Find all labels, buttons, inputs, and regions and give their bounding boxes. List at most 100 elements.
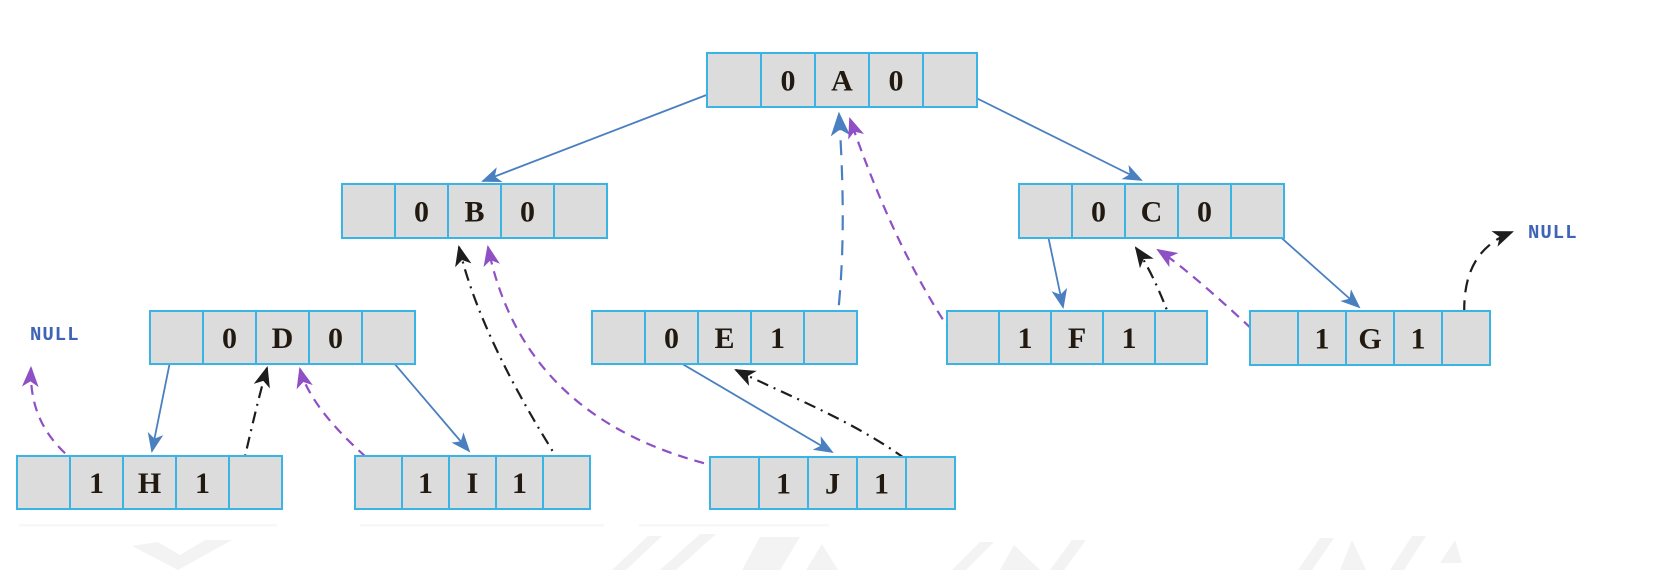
node-D-data-cell-text: D — [272, 322, 294, 355]
node-B-data-cell-text: B — [464, 196, 484, 229]
node-J-rchild-pointer-cell — [905, 456, 956, 510]
node-C-data-cell-text: C — [1141, 196, 1163, 229]
watermark-strip — [19, 524, 277, 527]
node-A: 0 A 0 — [706, 52, 978, 108]
node-I-data-cell-text: I — [467, 467, 479, 500]
watermark-fragment — [742, 537, 800, 570]
node-H-rtag-cell — [175, 455, 230, 510]
node-A-lchild-pointer-cell — [706, 52, 762, 108]
node-B-ltag-cell — [394, 183, 449, 239]
thread-J-left-to-B — [483, 244, 738, 473]
node-F-rtag-cell-text: 1 — [1122, 322, 1137, 355]
node-C: 0 C 0 — [1018, 183, 1285, 239]
node-J-ltag-cell — [758, 456, 809, 510]
node-G-lchild-pointer-cell — [1249, 310, 1299, 366]
watermark-fragment — [1440, 540, 1462, 563]
node-F-data-cell — [1050, 310, 1104, 365]
node-F-ltag-cell-text: 1 — [1018, 322, 1033, 355]
watermark-fragment — [660, 534, 716, 570]
node-I-rtag-cell-text: 1 — [512, 467, 527, 500]
node-E-data-cell-text: E — [714, 322, 734, 355]
node-A-rtag-cell-text: 0 — [889, 65, 904, 98]
node-E-data-cell — [697, 310, 752, 365]
node-B-rtag-cell — [500, 183, 555, 239]
node-A-ltag-cell-text: 0 — [781, 65, 796, 98]
node-C-lchild-pointer-cell — [1018, 183, 1073, 239]
node-F-lchild-pointer-cell — [946, 310, 1000, 365]
thread-G-right-to-NULL — [1463, 230, 1514, 356]
watermark-fragment — [1050, 540, 1086, 570]
node-C-rtag-cell-text: 0 — [1197, 196, 1212, 229]
child-A-left-to-B — [481, 78, 749, 182]
node-G-ltag-cell — [1297, 310, 1347, 366]
node-A-rchild-pointer-cell — [922, 52, 978, 108]
thread-E-right-to-A — [830, 111, 851, 331]
node-I-rtag-cell — [495, 455, 544, 510]
watermark — [19, 524, 1462, 570]
node-E-rtag-cell — [750, 310, 805, 365]
node-I-lchild-pointer-cell — [354, 455, 403, 510]
node-A-data-cell — [814, 52, 870, 108]
watermark-strip — [360, 524, 604, 527]
node-C-data-cell — [1124, 183, 1179, 239]
watermark-fragment — [1390, 536, 1426, 570]
watermark-fragment — [132, 540, 232, 570]
node-H-data-cell — [122, 455, 177, 510]
node-F-rchild-pointer-cell — [1154, 310, 1208, 365]
node-G-ltag-cell-text: 1 — [1315, 323, 1330, 356]
node-G-data-cell — [1345, 310, 1395, 366]
node-H-ltag-cell — [69, 455, 124, 510]
node-D-rchild-pointer-cell — [361, 310, 416, 365]
node-A-ltag-cell — [760, 52, 816, 108]
node-A-rtag-cell — [868, 52, 924, 108]
node-C-rchild-pointer-cell — [1230, 183, 1285, 239]
node-D-data-cell — [255, 310, 310, 365]
node-E-ltag-cell — [644, 310, 699, 365]
node-F-data-cell-text: F — [1068, 322, 1086, 355]
watermark-fragment — [952, 542, 994, 570]
watermark-fragment — [806, 544, 838, 570]
thread-H-right-to-D — [239, 365, 270, 475]
node-J-ltag-cell-text: 1 — [776, 468, 791, 501]
node-C-rtag-cell — [1177, 183, 1232, 239]
node-G-rtag-cell-text: 1 — [1411, 323, 1426, 356]
node-E-rtag-cell-text: 1 — [770, 322, 785, 355]
watermark-fragment — [1298, 538, 1334, 570]
node-C-ltag-cell-text: 0 — [1091, 196, 1106, 229]
node-E-lchild-pointer-cell — [591, 310, 646, 365]
node-I-ltag-cell-text: 1 — [418, 467, 433, 500]
node-F: 1 F 1 — [946, 310, 1208, 365]
node-F-ltag-cell — [998, 310, 1052, 365]
node-H-ltag-cell-text: 1 — [89, 467, 104, 500]
node-J-lchild-pointer-cell — [709, 456, 760, 510]
node-E-ltag-cell-text: 0 — [664, 322, 679, 355]
node-B-ltag-cell-text: 0 — [414, 196, 429, 229]
node-D-rtag-cell-text: 0 — [328, 322, 343, 355]
node-G-rchild-pointer-cell — [1441, 310, 1491, 366]
node-E-rchild-pointer-cell — [803, 310, 858, 365]
node-B-rtag-cell-text: 0 — [520, 196, 535, 229]
node-D-ltag-cell-text: 0 — [222, 322, 237, 355]
thread-F-right-to-C — [1134, 246, 1183, 352]
node-A-data-cell-text: A — [831, 65, 853, 98]
node-B-lchild-pointer-cell — [341, 183, 396, 239]
watermark-fragment — [1340, 540, 1366, 570]
node-J-data-cell-text: J — [825, 468, 840, 501]
node-B-rchild-pointer-cell — [553, 183, 608, 239]
null-left-label: NULL — [30, 324, 80, 346]
node-H-data-cell-text: H — [138, 467, 161, 500]
thread-I-left-to-D — [296, 366, 380, 469]
watermark-strip — [639, 524, 829, 527]
node-D-rtag-cell — [308, 310, 363, 365]
node-E: 0 E 1 — [591, 310, 858, 365]
watermark-fragment — [1000, 545, 1040, 570]
thread-I-right-to-B — [455, 244, 563, 467]
node-B: 0 B 0 — [341, 183, 608, 239]
